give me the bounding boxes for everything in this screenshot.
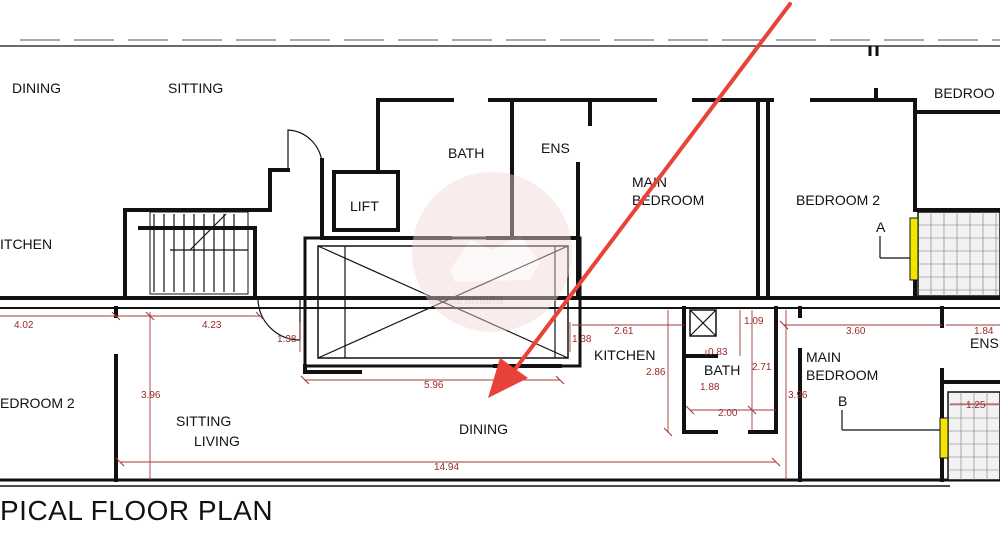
room-bath-upper: BATH — [448, 145, 484, 161]
dimension-2-71: 2.71 — [752, 362, 772, 373]
dimension-1-25: 1.25 — [966, 400, 986, 411]
section-marks: A B — [838, 219, 940, 431]
room-ens-upper: ENS — [541, 140, 570, 156]
top-boundary — [0, 39, 1000, 56]
room-dining-upper: DINING — [12, 80, 61, 96]
lower-walls — [0, 306, 1000, 487]
room-main-bedroom-lower-line1: MAIN — [806, 349, 841, 365]
room-living-lower: LIVING — [194, 433, 240, 449]
lower-room-labels: EDROOM 2 SITTING LIVING DINING KITCHEN B… — [0, 335, 999, 449]
room-kitchen-lower: KITCHEN — [594, 347, 655, 363]
dimension-3-96-left: 3.96 — [141, 390, 161, 401]
dimension-5-96: 5.96 — [424, 380, 444, 391]
watermark: sotearamalta — [412, 172, 572, 332]
dimension-4-02: 4.02 — [14, 320, 34, 331]
dimension-1-38-right: 1.38 — [572, 334, 592, 345]
dimension-3-96-right: 3.96 — [788, 390, 808, 401]
dimension-lines — [0, 310, 1000, 480]
room-kitchen-upper: ITCHEN — [0, 236, 52, 252]
staircase — [149, 211, 249, 295]
dimension-1-09: 1.09 — [744, 316, 764, 327]
dimension-1-38-left: 1.38 — [277, 334, 297, 345]
room-bedroom-2-upper: BEDROOM 2 — [796, 192, 880, 208]
dimension-1-84: 1.84 — [974, 326, 994, 337]
room-main-bedroom-lower-line2: BEDROOM — [806, 367, 878, 383]
room-sitting-upper: SITTING — [168, 80, 223, 96]
dimension-1-88: 1.88 — [700, 382, 720, 393]
section-mark-b: B — [838, 393, 847, 409]
annotation-arrow — [488, 2, 792, 398]
dimension-14-94: 14.94 — [434, 462, 459, 473]
watermark-text: sotearamalta — [428, 292, 504, 307]
room-ens-lower: ENS — [970, 335, 999, 351]
dimension-labels: 4.02 4.23 1.38 3.96 5.96 14.94 1.38 2.61… — [14, 316, 994, 473]
room-main-bedroom-upper-line2: BEDROOM — [632, 192, 704, 208]
dimension-2-86: 2.86 — [646, 367, 666, 378]
dimension-2-61: 2.61 — [614, 326, 634, 337]
room-bedroom-right-upper: BEDROO — [934, 85, 995, 101]
section-mark-a: A — [876, 219, 886, 235]
room-lift: LIFT — [350, 198, 379, 214]
plan-title: PICAL FLOOR PLAN — [0, 495, 273, 526]
room-bath-lower: BATH — [704, 362, 740, 378]
dimension-2-00: 2.00 — [718, 408, 738, 419]
room-dining-lower: DINING — [459, 421, 508, 437]
dimension-3-60: 3.60 — [846, 326, 866, 337]
dimension-4-23: 4.23 — [202, 320, 222, 331]
room-bedroom-2-lower: EDROOM 2 — [0, 395, 75, 411]
balcony-tiles — [909, 211, 1000, 481]
dimension-0-83: 0.83 — [708, 347, 728, 358]
room-sitting-lower: SITTING — [176, 413, 231, 429]
